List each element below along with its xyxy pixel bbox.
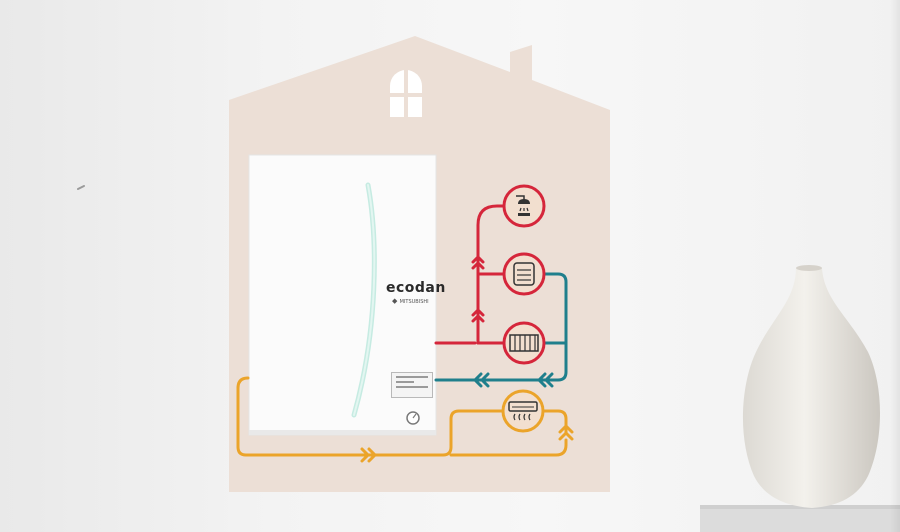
- fan-coil-unit-icon: [501, 389, 545, 433]
- shelf: [700, 505, 900, 532]
- shower-icon: [502, 184, 546, 228]
- attic-window-icon: [390, 70, 422, 117]
- right-edge-shade: [890, 0, 900, 532]
- maker-logo: ◆ MITSUBISHI: [392, 297, 429, 305]
- flow-pipes: [434, 204, 506, 345]
- control-panel-screen: [391, 372, 433, 398]
- wall-mark: [77, 185, 85, 190]
- pressure-gauge-icon: [406, 411, 420, 425]
- radiator-icon: [502, 321, 546, 365]
- decorative-vase: [742, 265, 880, 508]
- brand-logo: ecodan: [386, 280, 446, 296]
- return-pipes: [434, 272, 568, 388]
- maker-name: MITSUBISHI: [399, 299, 429, 305]
- underfloor-loop: [236, 376, 574, 463]
- hot-water-cylinder-icon: [502, 252, 546, 296]
